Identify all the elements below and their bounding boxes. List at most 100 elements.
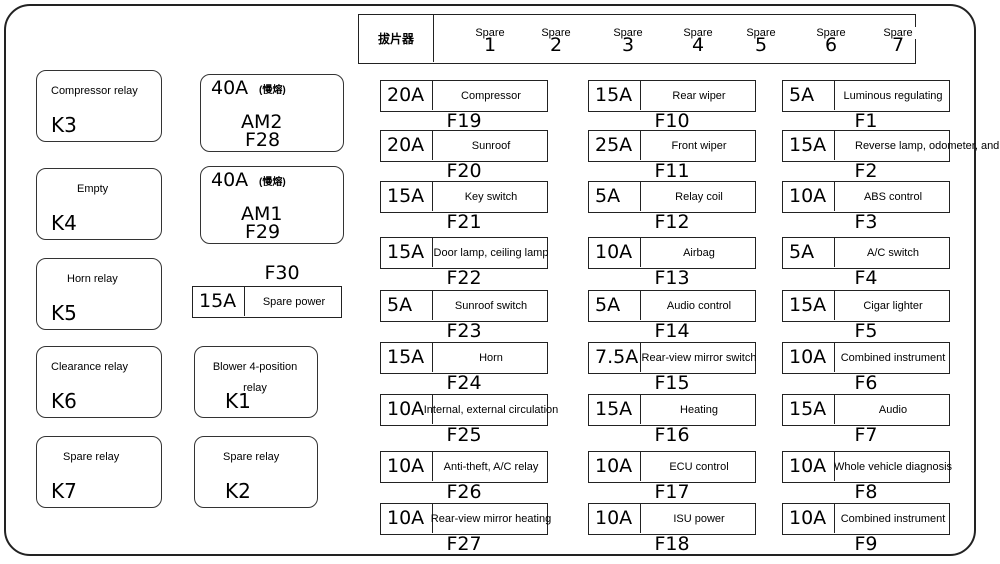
fuse-function-label: Anti-theft, A/C relay <box>435 452 547 481</box>
fuse-code-label: F5 <box>854 320 878 342</box>
fuse-am2[interactable]: 40A (慢熔) AM2 F28 <box>200 74 344 152</box>
fuse-amp: 10A <box>381 452 433 481</box>
fuse-code-label: F22 <box>446 267 482 289</box>
fuse-code-label: F15 <box>654 372 690 394</box>
fuse-code-label: F2 <box>854 160 878 182</box>
fuse-code-label: F10 <box>654 110 690 132</box>
fuse-amp: 15A <box>783 131 835 160</box>
fuse-code-label: F21 <box>446 211 482 233</box>
relay-k7[interactable]: Spare relay K7 <box>36 436 162 508</box>
fuse-amp: 5A <box>783 238 835 267</box>
fuse-amp: 15A <box>381 238 433 267</box>
fuse-function-label: Luminous regulating <box>837 81 949 110</box>
fuse-function-label: Airbag <box>643 238 755 267</box>
fuse-code-f30: F30 <box>264 262 300 284</box>
relay-k6[interactable]: Clearance relay K6 <box>36 346 162 418</box>
fuse-amp: 5A <box>589 182 641 211</box>
fuse-amp: 15A <box>589 81 641 110</box>
fuse-code-label: F13 <box>654 267 690 289</box>
fuse-function-label: Sunroof switch <box>435 291 547 320</box>
fuse-amp: 15A <box>381 182 433 211</box>
fuse-code-label: F25 <box>446 424 482 446</box>
fuse-code-label: F1 <box>854 110 878 132</box>
relay-k1[interactable]: Blower 4-position relay K1 <box>194 346 318 418</box>
fuse-function-label: ECU control <box>643 452 755 481</box>
fuse-code-label: F4 <box>854 267 878 289</box>
fuse-function-label: Rear-view mirror heating <box>431 504 551 533</box>
fuse-function-label: Audio <box>837 395 949 424</box>
fuse-function-label: Compressor <box>435 81 547 110</box>
fuse-function-label: Key switch <box>435 182 547 211</box>
fuse-code-label: F16 <box>654 424 690 446</box>
fuse-code-label: F7 <box>854 424 878 446</box>
fuse-amp: 15A <box>381 343 433 372</box>
fuse-amp: 15A <box>783 395 835 424</box>
relay-k4[interactable]: Empty K4 <box>36 168 162 240</box>
fuse-amp: 5A <box>783 81 835 110</box>
fuse-f30[interactable]: 15A Spare power <box>192 286 342 318</box>
fuse-function-label: Reverse lamp, odometer, and <box>837 131 999 160</box>
fuse-code-label: F3 <box>854 211 878 233</box>
fuse-amp: 20A <box>381 81 433 110</box>
fuse-function-label: ISU power <box>643 504 755 533</box>
fuse-amp: 20A <box>381 131 433 160</box>
fuse-amp: 10A <box>783 182 835 211</box>
fuse-function-label: ABS control <box>837 182 949 211</box>
fuse-code-label: F11 <box>654 160 690 182</box>
fuse-amp: 10A <box>589 504 641 533</box>
relay-k5[interactable]: Horn relay K5 <box>36 258 162 330</box>
fuse-amp: 10A <box>381 395 433 424</box>
fuse-amp: 7.5A <box>589 343 641 372</box>
fuse-code-label: F8 <box>854 481 878 503</box>
fuse-function-label: Sunroof <box>435 131 547 160</box>
fuse-function-label: Cigar lighter <box>837 291 949 320</box>
fuse-amp: 25A <box>589 131 641 160</box>
relay-k3[interactable]: Compressor relay K3 <box>36 70 162 142</box>
fuse-code-label: F19 <box>446 110 482 132</box>
fuse-am1[interactable]: 40A (慢熔) AM1 F29 <box>200 166 344 244</box>
fuse-code-label: F24 <box>446 372 482 394</box>
fuse-code-label: F27 <box>446 533 482 555</box>
fuse-function-label: Horn <box>435 343 547 372</box>
relay-k2[interactable]: Spare relay K2 <box>194 436 318 508</box>
fuse-amp: 10A <box>589 238 641 267</box>
fuse-function-label: Front wiper <box>643 131 755 160</box>
fuse-function-label: Rear-view mirror switch <box>642 343 756 372</box>
fuse-function-label: Combined instrument <box>837 343 949 372</box>
